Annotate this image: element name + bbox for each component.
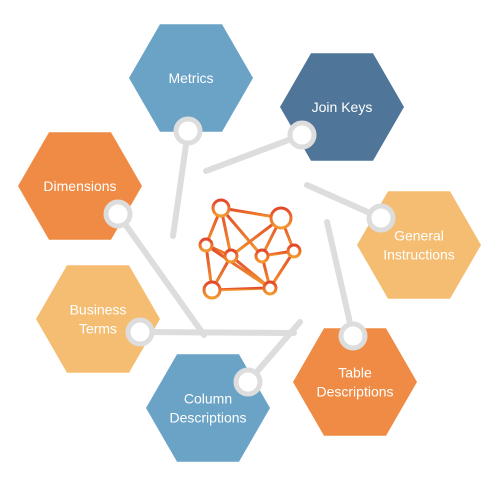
- network-node: [198, 237, 214, 253]
- connector-nodes: [103, 116, 396, 397]
- hex-label-metrics: Metrics: [168, 70, 213, 86]
- hex-label-business-terms: Business: [70, 302, 127, 318]
- hexagon-table-descriptions: [293, 328, 417, 436]
- hex-label-business-terms: Terms: [79, 321, 117, 337]
- node-circle-dimensions: [103, 199, 133, 229]
- hexagon-metrics: [129, 24, 253, 132]
- network-edge: [210, 286, 272, 292]
- connector-metrics: [170, 128, 191, 239]
- network-node: [202, 280, 222, 300]
- node-circle-general-instructions: [366, 203, 396, 233]
- hex-label-general-instructions: General: [394, 228, 444, 244]
- network-node: [223, 248, 239, 264]
- node-circle-business-terms: [125, 317, 155, 347]
- node-circle-metrics: [173, 116, 203, 146]
- node-circle-table-descriptions: [338, 321, 368, 351]
- hex-label-general-instructions: Instructions: [383, 247, 455, 263]
- network-node: [254, 248, 270, 264]
- node-circle-join-keys: [287, 120, 317, 150]
- network-node: [269, 206, 293, 230]
- hexagon-business-terms: [36, 265, 160, 373]
- network-edge: [219, 206, 264, 258]
- hex-label-dimensions: Dimensions: [43, 178, 116, 194]
- connector-business-terms: [137, 329, 297, 336]
- network-node: [211, 198, 231, 218]
- connector-dimensions: [115, 211, 207, 338]
- hex-label-table-descriptions: Descriptions: [316, 384, 393, 400]
- hex-label-table-descriptions: Table: [338, 365, 372, 381]
- network-node: [286, 243, 302, 259]
- network-node: [262, 280, 278, 296]
- network-edge: [204, 243, 272, 290]
- connector-join-keys: [203, 132, 305, 174]
- node-circle-column-descriptions: [233, 367, 263, 397]
- hex-label-join-keys: Join Keys: [312, 99, 373, 115]
- connector-table-descriptions: [324, 219, 356, 339]
- hex-metrics: Metrics: [129, 24, 253, 132]
- neural-network-icon: [198, 198, 302, 300]
- hex-label-column-descriptions: Column: [184, 391, 232, 407]
- hex-label-column-descriptions: Descriptions: [169, 410, 246, 426]
